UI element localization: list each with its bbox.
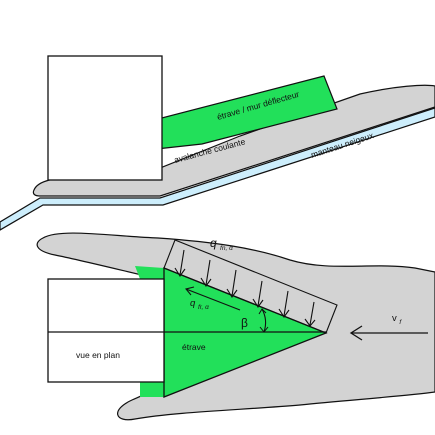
load-arrow-2 bbox=[205, 259, 211, 286]
load-distribution-band bbox=[163, 239, 338, 334]
velocity-label: v f bbox=[392, 313, 402, 326]
velocity-sub: f bbox=[399, 319, 402, 326]
load-outer-main: q bbox=[210, 236, 217, 250]
velocity-main: v bbox=[392, 313, 397, 324]
load-arrow-2-head bbox=[200, 277, 212, 287]
angle-beta-arc-head-top bbox=[258, 308, 267, 315]
load-inner-main: q bbox=[190, 298, 196, 309]
angle-beta-label: β bbox=[241, 316, 248, 330]
load-outer-label: q fn, α bbox=[210, 236, 233, 252]
load-arrow-4 bbox=[257, 280, 263, 307]
velocity-arrow-head bbox=[349, 325, 363, 341]
friction-load-arrow-head bbox=[185, 286, 195, 296]
snowpack-band bbox=[0, 107, 435, 231]
load-arrow-4-head bbox=[252, 298, 264, 308]
plan-view-label: vue en plan bbox=[76, 350, 120, 360]
plan-deflector-green-low bbox=[140, 382, 164, 397]
load-arrow-5 bbox=[283, 290, 289, 317]
plan-view: vue en plan étrave q fn, α q fr, α β v f bbox=[36, 232, 435, 421]
angle-beta-arc-head-bottom bbox=[259, 326, 269, 333]
building bbox=[47, 55, 163, 181]
load-arrows bbox=[174, 249, 316, 327]
friction-load-arrow bbox=[185, 288, 241, 311]
load-arrow-3 bbox=[231, 269, 237, 297]
load-arrow-3-head bbox=[226, 288, 238, 298]
plan-building bbox=[47, 278, 165, 383]
load-inner-sub: fr, α bbox=[198, 304, 209, 311]
load-outer-sub: fn, α bbox=[220, 245, 233, 252]
load-inner-label: q fr, α bbox=[190, 298, 209, 311]
load-arrow-6 bbox=[309, 301, 315, 326]
section-view: étrave / mur déflecteur avalanche coulan… bbox=[0, 55, 435, 231]
load-arrow-5-head bbox=[278, 308, 290, 318]
load-arrow-1 bbox=[179, 249, 185, 276]
load-arrow-6-head bbox=[304, 318, 316, 327]
plan-deflector-green bbox=[135, 266, 164, 279]
wedge-label: étrave bbox=[182, 342, 206, 352]
load-arrow-1-head bbox=[174, 267, 186, 277]
angle-beta-arc bbox=[261, 308, 267, 333]
